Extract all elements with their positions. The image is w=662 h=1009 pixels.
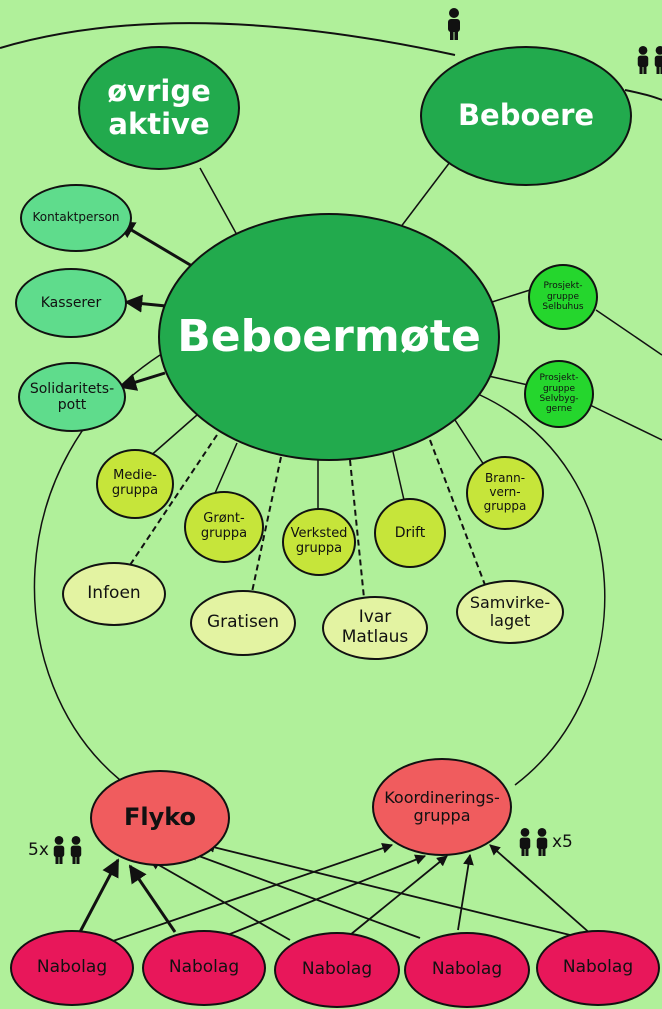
node-prosjektgruppe-selbuhus: Prosjekt- gruppe Selbuhus (528, 264, 598, 330)
node-nabolag: Nabolag (536, 930, 660, 1006)
node-beboermote: Beboermøte (158, 213, 500, 461)
node-label: Prosjekt- gruppe Selbuhus (542, 281, 584, 313)
node-label: Beboermøte (177, 310, 481, 362)
node-koordineringsgruppa: Koordinerings- gruppa (372, 758, 512, 856)
node-drift: Drift (374, 498, 446, 568)
single-person-icon (446, 8, 462, 40)
node-label: Nabolag (168, 957, 240, 978)
node-label: Flyko (123, 803, 197, 832)
node-label: Nabolag (431, 959, 503, 980)
node-label: Medie- gruppa (111, 468, 159, 498)
node-beboere: Beboere (420, 46, 632, 186)
node-grontgruppa: Grønt- gruppa (184, 491, 264, 563)
node-flyko: Flyko (90, 770, 230, 866)
count-label: x5 (552, 832, 573, 852)
node-solidaritetspott: Solidaritets- pott (18, 362, 126, 432)
node-label: Solidaritets- pott (29, 380, 115, 413)
node-kasserer: Kasserer (15, 268, 127, 338)
node-nabolag: Nabolag (274, 932, 400, 1008)
node-infoen: Infoen (62, 562, 166, 626)
flyko-people-count: 5x (28, 834, 83, 866)
node-kontaktperson: Kontaktperson (20, 184, 132, 252)
person-icon (519, 828, 531, 856)
node-brannverngruppa: Brann- vern- gruppa (466, 456, 544, 530)
node-label: Drift (394, 524, 426, 541)
person-icon (53, 836, 65, 864)
two-people-icon (636, 44, 662, 76)
node-label: Nabolag (36, 957, 108, 978)
node-samvirkelaget: Samvirke- laget (456, 580, 564, 644)
person-icon (536, 828, 548, 856)
node-label: Verksted gruppa (290, 526, 348, 556)
node-label: Ivar Matlaus (341, 607, 409, 647)
node-label: Koordinerings- gruppa (384, 787, 500, 825)
node-label: Nabolag (301, 959, 373, 980)
node-gratisen: Gratisen (190, 590, 296, 656)
node-label: Prosjekt- gruppe Selvbyg- gerne (539, 373, 579, 415)
node-mediegruppa: Medie- gruppa (96, 449, 174, 519)
node-nabolag: Nabolag (10, 930, 134, 1006)
count-label: 5x (28, 840, 49, 860)
node-label: Beboere (457, 98, 595, 133)
node-prosjektgruppe-selvbyggerne: Prosjekt- gruppe Selvbyg- gerne (524, 360, 594, 428)
node-label: Grønt- gruppa (200, 511, 248, 541)
node-label: Brann- vern- gruppa (483, 471, 527, 513)
node-label: Infoen (87, 583, 141, 604)
node-verkstedgruppa: Verksted gruppa (282, 508, 356, 576)
node-label: Kontaktperson (32, 210, 120, 225)
node-label: Kasserer (40, 294, 102, 311)
node-ovrige-aktive: øvrige aktive (78, 46, 240, 170)
person-icon (70, 836, 82, 864)
koordinering-people-count: x5 (518, 826, 573, 858)
node-label: Samvirke- laget (469, 592, 551, 630)
node-nabolag: Nabolag (404, 932, 530, 1008)
node-ivar-matlaus: Ivar Matlaus (322, 596, 428, 660)
node-label: øvrige aktive (107, 73, 211, 141)
node-label: Gratisen (206, 612, 280, 633)
node-label: Nabolag (562, 957, 634, 978)
node-nabolag: Nabolag (142, 930, 266, 1006)
